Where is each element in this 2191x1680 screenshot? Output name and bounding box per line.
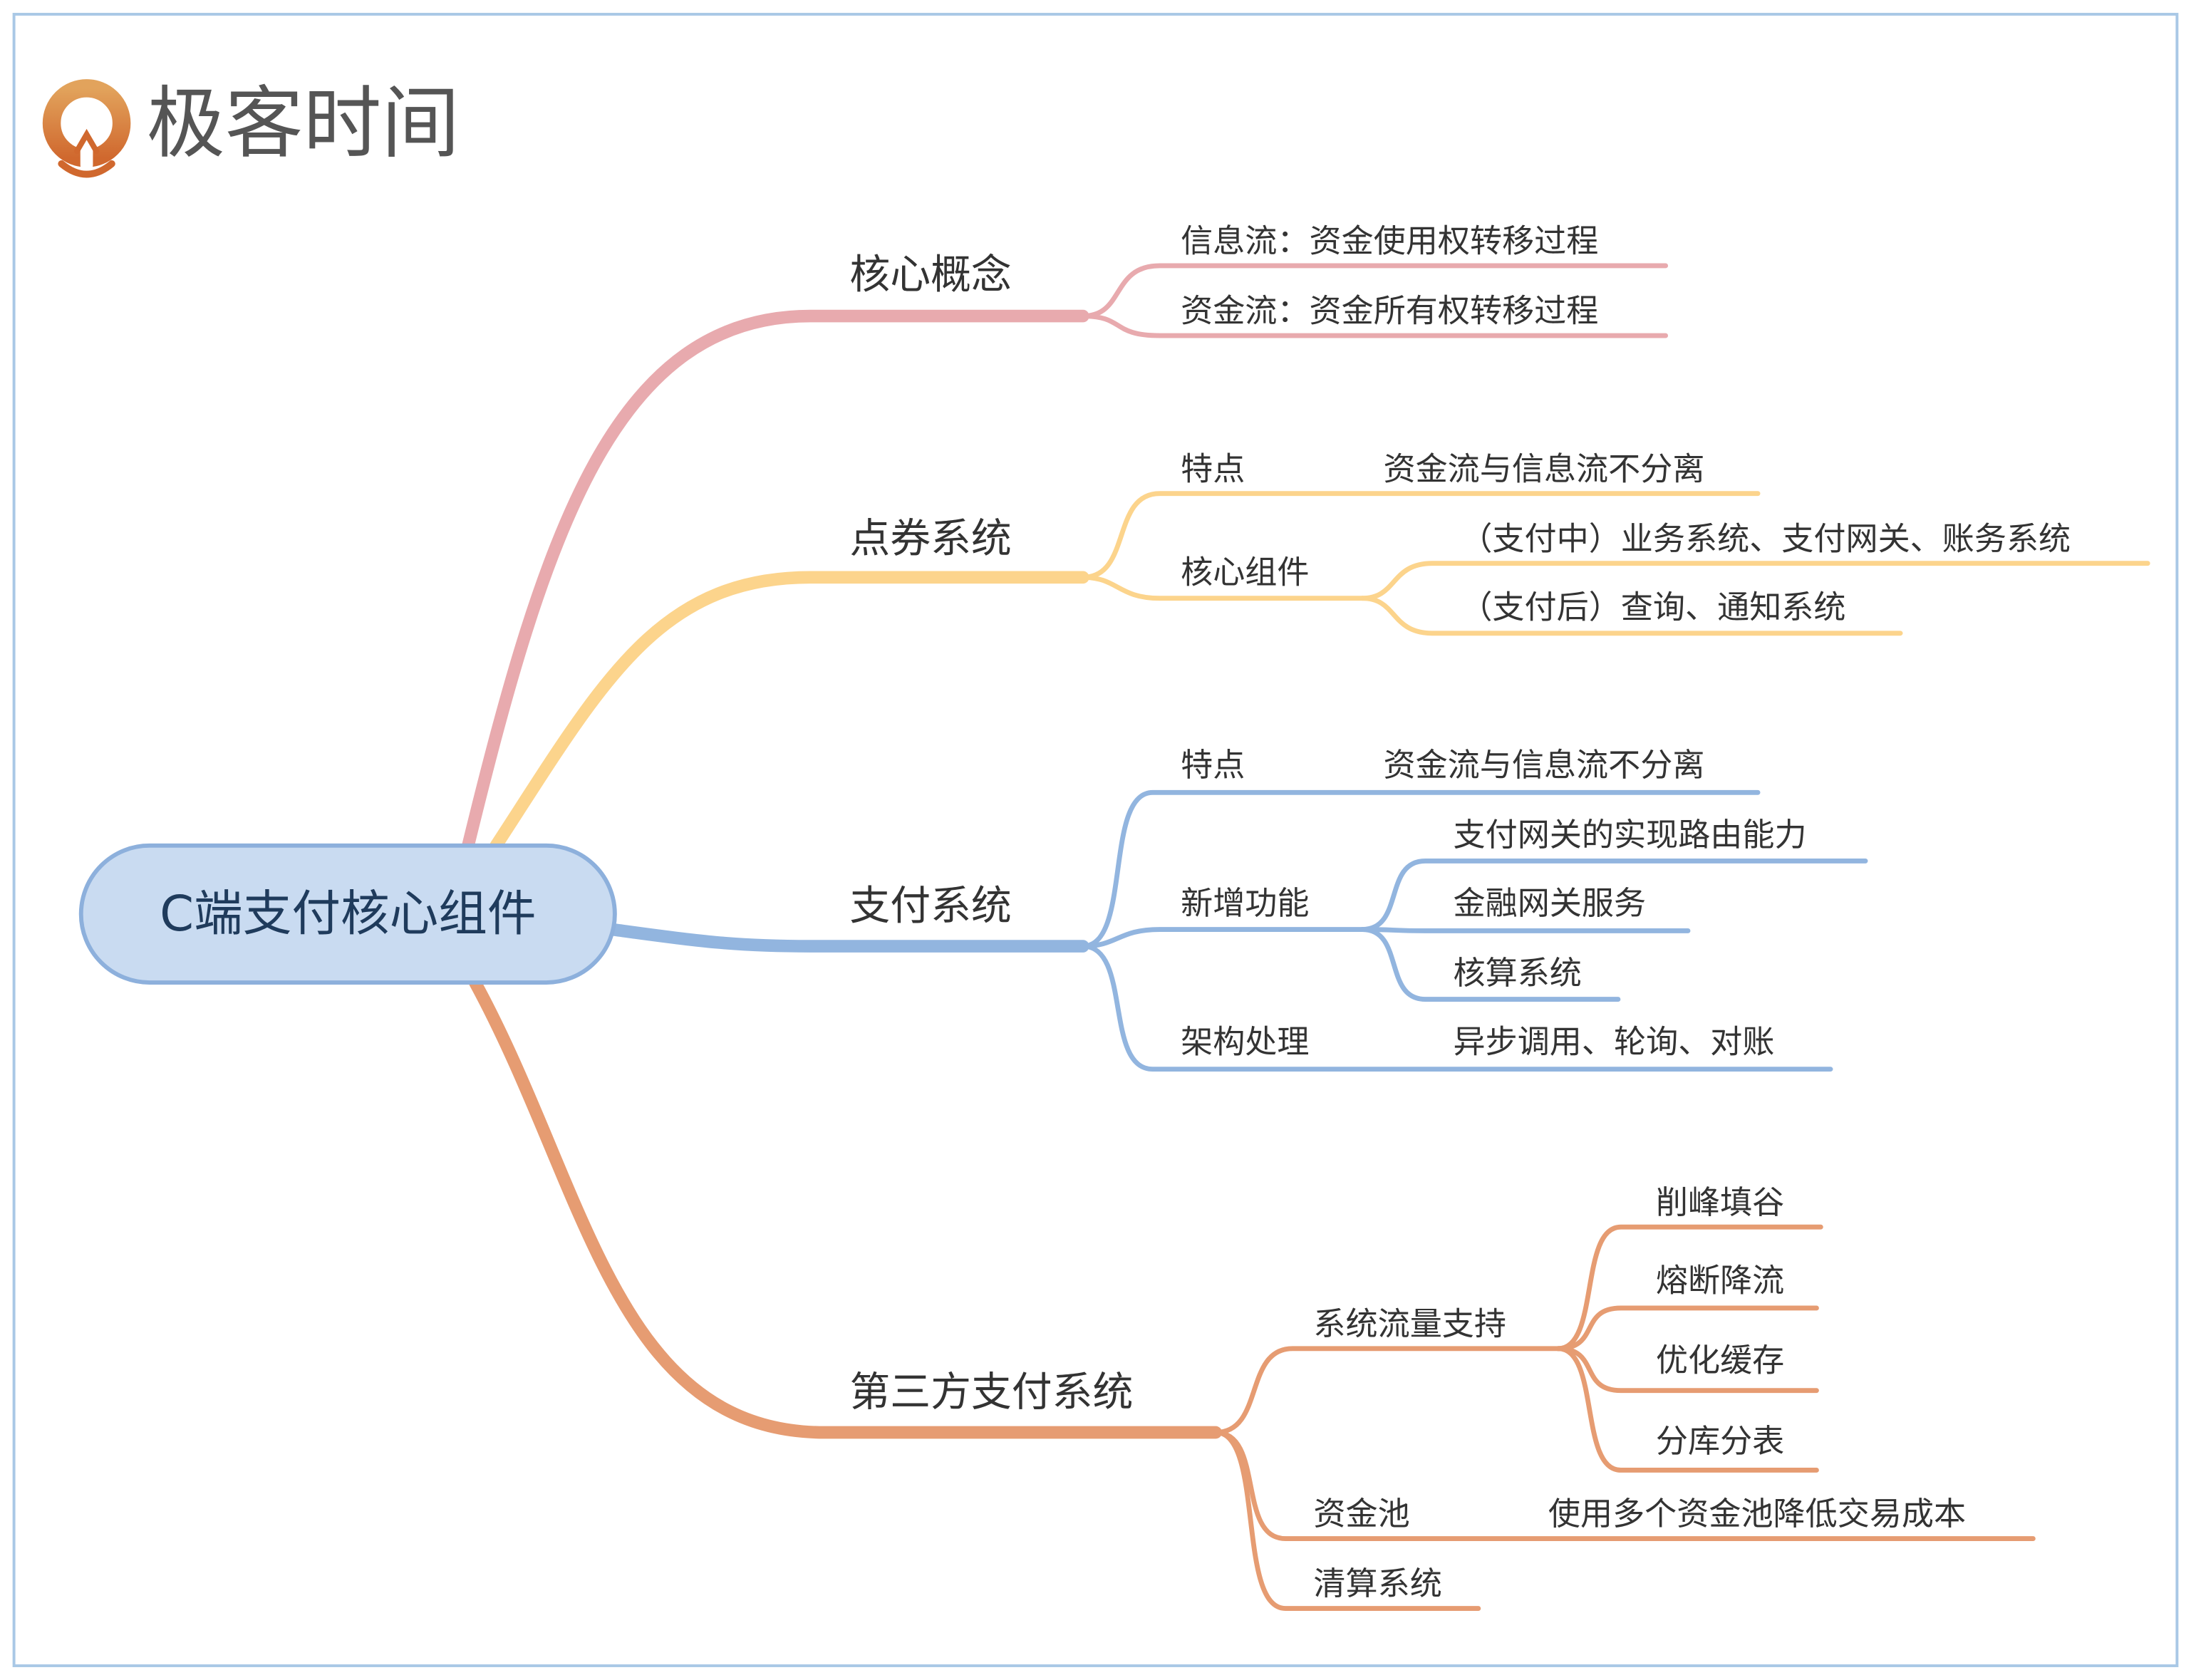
connector	[1555, 1346, 1819, 1473]
geektime-logo: 极客时间	[42, 78, 460, 178]
node-clearing-system: 清算系统	[1313, 1565, 1441, 1602]
node-sharding: 分库分表	[1656, 1422, 1784, 1460]
connector	[1359, 858, 1868, 932]
branch-core-concepts: 核心概念 信息流：资金使用权转移过程 资金流：资金所有权转移过程	[462, 222, 1669, 852]
connector	[1080, 263, 1669, 319]
connector-coupon-system	[490, 571, 1089, 852]
branch-coupon-system: 点券系统 特点 资金流与信息流不分离 核心组件 （支付中）业务系统、支付网关、账…	[490, 450, 2150, 852]
root-node-label: C端支付核心组件	[160, 886, 536, 943]
logo-text: 极客时间	[147, 78, 460, 169]
node-third-party-payment: 第三方支付系统	[849, 1369, 1133, 1416]
branch-payment-system: 支付系统 特点 资金流与信息流不分离 新增功能 支付网关的实现路由能力 金融网关…	[606, 746, 1868, 1072]
connector	[1555, 1346, 1819, 1394]
node-component-after-payment: （支付后）查询、通知系统	[1460, 588, 1845, 626]
connector	[1359, 927, 1691, 933]
node-peak-shaving: 削峰填谷	[1656, 1183, 1784, 1221]
connector-third-party	[468, 976, 1222, 1439]
node-component-during-payment: （支付中）业务系统、支付网关、账务系统	[1460, 519, 2071, 557]
connector	[1555, 1224, 1823, 1352]
connector	[1080, 491, 1761, 580]
connector	[1555, 1305, 1819, 1352]
node-feature-value: 资金流与信息流不分离	[1383, 746, 1704, 784]
node-architecture: 架构处理	[1181, 1022, 1309, 1060]
node-feature-label: 特点	[1181, 746, 1245, 784]
node-feature-label: 特点	[1181, 450, 1245, 487]
node-architecture-value: 异步调用、轮询、对账	[1454, 1022, 1775, 1060]
root-node-shape	[78, 843, 617, 985]
node-coupon-system: 点券系统	[849, 515, 1011, 562]
node-feature-value: 资金流与信息流不分离	[1383, 450, 1704, 487]
branch-third-party-payment: 第三方支付系统 系统流量支持 削峰填谷 熔断降流 优化缓存 分库分表 资金池 使…	[468, 976, 2036, 1612]
root-node: C端支付核心组件	[78, 843, 617, 985]
node-financial-gateway: 金融网关服务	[1454, 884, 1647, 922]
connector-payment-system	[606, 923, 1089, 953]
connector	[1359, 927, 1621, 1002]
node-gateway-routing: 支付网关的实现路由能力	[1454, 816, 1807, 854]
node-core-concepts: 核心概念	[849, 251, 1011, 298]
connector-core-concepts	[462, 309, 1089, 852]
connector	[1080, 943, 1833, 1072]
node-info-flow: 信息流：资金使用权转移过程	[1181, 222, 1598, 260]
frame-border	[12, 13, 2179, 1667]
connector	[1213, 1430, 1481, 1612]
connector	[1359, 596, 1903, 636]
connector	[1213, 1346, 1561, 1435]
node-traffic-support: 系统流量支持	[1313, 1305, 1506, 1342]
connector	[1080, 927, 1365, 949]
geektime-logo-icon	[42, 79, 131, 178]
node-fund-flow: 资金流：资金所有权转移过程	[1181, 292, 1598, 330]
node-accounting-system: 核算系统	[1454, 954, 1582, 992]
node-cache-optimization: 优化缓存	[1656, 1341, 1784, 1379]
node-fund-pool-value: 使用多个资金池降低交易成本	[1548, 1495, 1966, 1533]
connector	[1080, 574, 1365, 601]
node-circuit-breaking: 熔断降流	[1656, 1262, 1784, 1300]
connector	[1080, 789, 1761, 949]
node-core-components: 核心组件	[1181, 553, 1309, 591]
connector	[1080, 313, 1669, 338]
node-fund-pool: 资金池	[1313, 1495, 1409, 1533]
node-new-features: 新增功能	[1181, 884, 1309, 922]
node-payment-system: 支付系统	[849, 883, 1011, 930]
connector	[1359, 561, 2150, 601]
